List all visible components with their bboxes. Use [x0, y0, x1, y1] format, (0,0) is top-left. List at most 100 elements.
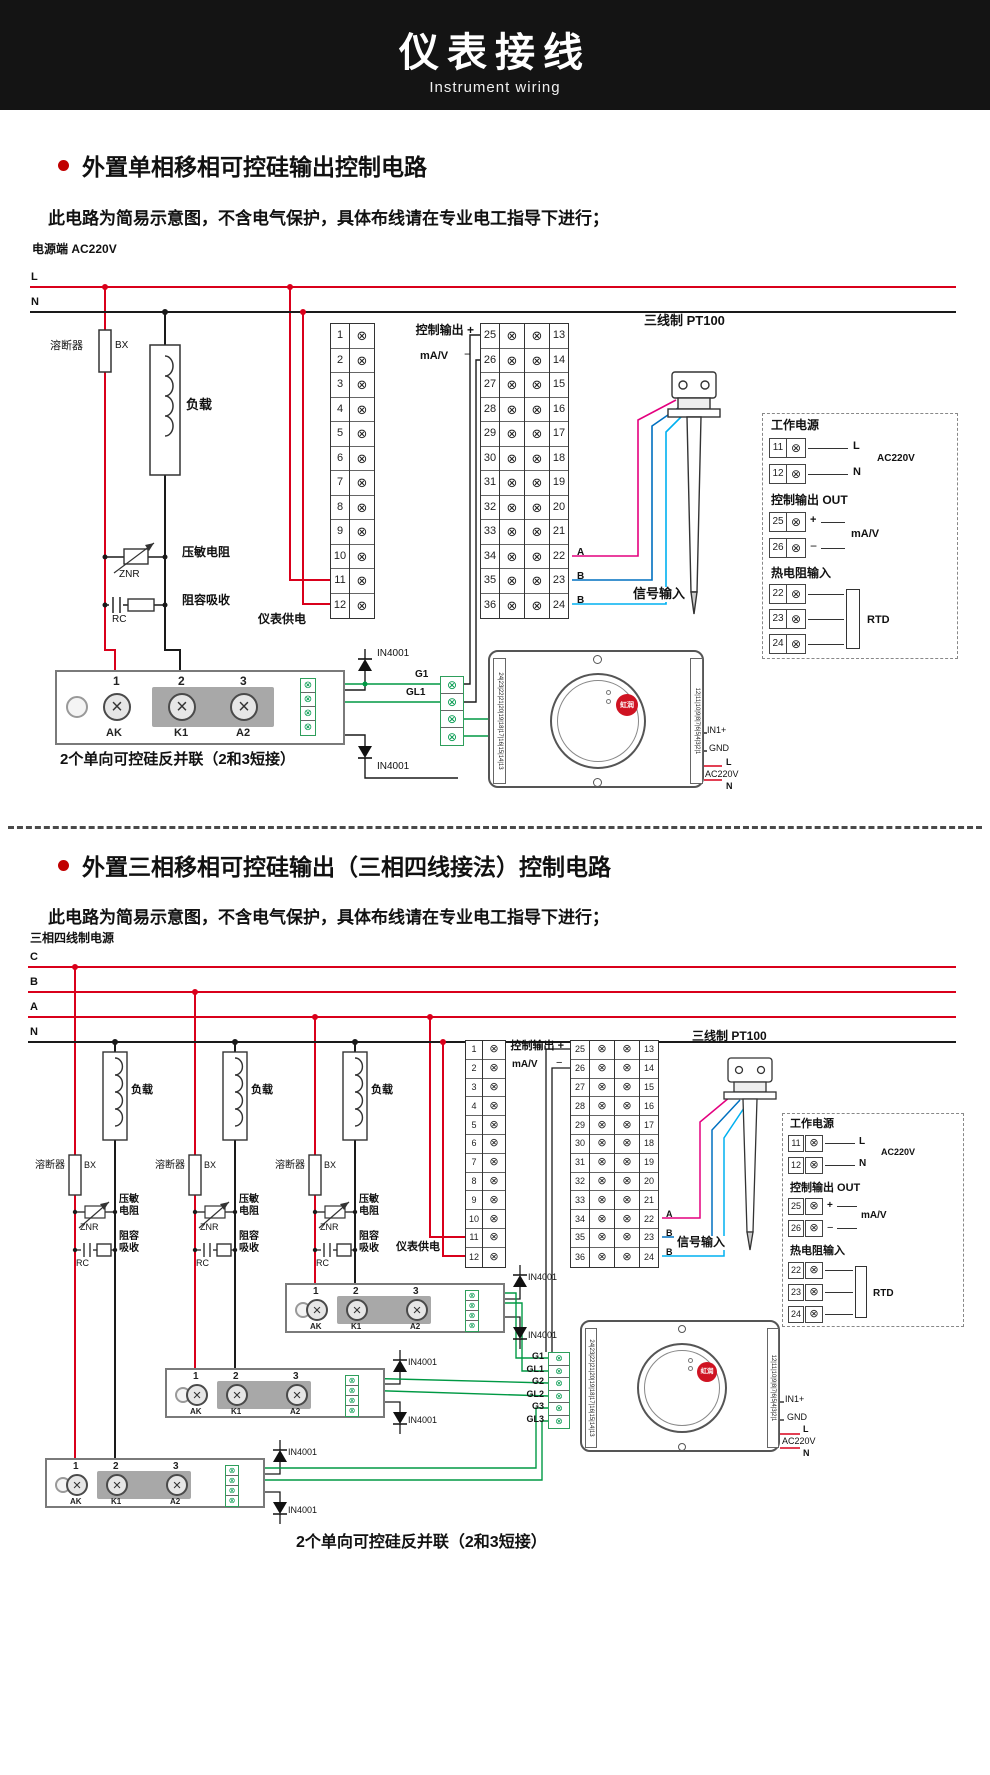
d1-thyristor-module: 1 2 3 AK K1 A2 — [55, 670, 345, 745]
indicator-dot — [606, 690, 611, 695]
d2-line-a-label: A — [30, 1001, 38, 1013]
gate-label: G3 — [531, 1401, 544, 1411]
d2-rc-label: RC — [316, 1258, 329, 1268]
gate-screw-icon — [226, 1496, 238, 1506]
screw-terminal-icon — [615, 1247, 639, 1267]
screw-terminal-icon — [350, 593, 374, 618]
housing-inner-circle — [644, 1350, 720, 1426]
section-divider — [8, 826, 982, 829]
module-terminal-1 — [103, 693, 131, 721]
terminal-number: 16 — [550, 397, 568, 422]
terminal-number: 6 — [331, 446, 349, 471]
screw-terminal-icon — [483, 1116, 505, 1135]
d2-controller-rear-view: 24|23|22|21|20|19|18|17|16|15|14|13 12|1… — [580, 1320, 780, 1452]
screw-terminal-icon — [525, 544, 549, 569]
d1-gl1-label: GL1 — [406, 687, 426, 698]
terminal-number: 23 — [640, 1228, 658, 1248]
brand-logo: 虹润 — [697, 1362, 717, 1382]
panel-terminal-23: 23 — [788, 1284, 804, 1301]
d2-varistor-label: 压敏电阻 — [359, 1194, 379, 1217]
d1-terminal-legend-panel: 工作电源 11 L 12 N AC220V 控制输出 OUT 25 + 26 −… — [762, 413, 958, 659]
screw-terminal-icon — [615, 1059, 639, 1079]
screw-terminal-icon — [483, 1247, 505, 1267]
screw-terminal-icon — [525, 520, 549, 545]
connector-line — [825, 1292, 853, 1293]
panel-terminal-24: 24 — [769, 634, 787, 654]
terminal-number: 21 — [640, 1191, 658, 1211]
terminal-number: 12 — [466, 1247, 482, 1267]
terminal-number: 35 — [571, 1228, 589, 1248]
d2-rc-label: RC — [196, 1258, 209, 1268]
screw-terminal-icon — [350, 520, 374, 545]
screw-terminal-icon — [350, 446, 374, 471]
module-k1-label: K1 — [111, 1497, 122, 1506]
gate-screw-icon — [441, 728, 463, 745]
housing-circle — [550, 673, 646, 769]
screw-terminal-icon — [615, 1097, 639, 1117]
housing-circle — [637, 1343, 727, 1433]
d2-thyristor-module-2: 1 2 3 AK K1 A2 — [165, 1368, 385, 1418]
module-number-1: 1 — [113, 674, 120, 688]
terminal-number: 36 — [571, 1247, 589, 1267]
d2-gnd-label: GND — [787, 1412, 807, 1422]
terminal-number: 8 — [331, 495, 349, 520]
module-k1-label: K1 — [174, 727, 189, 739]
gate-terminal-strip — [300, 678, 316, 736]
d1-fuse-symbol — [98, 329, 112, 373]
screw-terminal-icon — [805, 1284, 823, 1301]
d1-load-symbol — [149, 344, 181, 476]
screw-column — [589, 1040, 615, 1268]
d2-meter-supply-label: 仪表供电 — [396, 1241, 440, 1253]
module-terminal-3 — [286, 1384, 308, 1406]
screw-terminal-icon — [590, 1041, 614, 1060]
connector-line — [821, 522, 845, 523]
terminal-number: 29 — [481, 422, 499, 447]
module-number-3: 3 — [293, 1371, 299, 1382]
gate-screw-icon — [466, 1321, 478, 1331]
screw-terminal-icon — [615, 1172, 639, 1192]
d1-l-label: L — [726, 757, 732, 767]
terminal-number: 34 — [481, 544, 499, 569]
d1-fuse-label: 溶断器 — [50, 340, 83, 352]
terminal-number: 14 — [640, 1059, 658, 1079]
screw-terminal-icon — [525, 324, 549, 349]
module-k1-label: K1 — [351, 1322, 362, 1331]
section2-heading: 外置三相移相可控硅输出（三相四线接法）控制电路 — [58, 848, 611, 882]
screw-terminal-icon — [805, 1306, 823, 1323]
gate-screw-icon — [441, 694, 463, 711]
gate-screw-icon — [466, 1301, 478, 1311]
gate-screw-icon — [441, 677, 463, 694]
module-number-2: 2 — [113, 1461, 119, 1472]
terminal-number: 32 — [571, 1172, 589, 1192]
terminal-number: 26 — [481, 348, 499, 373]
screw-terminal-icon — [590, 1153, 614, 1173]
connector-line — [808, 448, 848, 449]
screw-terminal-icon — [500, 593, 524, 618]
panel-mav-label: mA/V — [851, 528, 880, 540]
terminal-number: 16 — [640, 1097, 658, 1117]
d1-mav-label: mA/V — [420, 350, 449, 362]
terminal-number: 25 — [481, 324, 499, 349]
d2-rc-label: RC — [76, 1258, 89, 1268]
section2-heading-text: 外置三相移相可控硅输出（三相四线接法）控制电路 — [82, 854, 611, 880]
screw-terminal-icon — [500, 373, 524, 398]
screw-terminal-icon — [350, 544, 374, 569]
module-number-3: 3 — [173, 1461, 179, 1472]
d1-ac-stub-wires — [704, 765, 722, 781]
screw-terminal-icon — [615, 1134, 639, 1154]
screw-terminal-icon — [525, 397, 549, 422]
rtd-symbol — [855, 1266, 867, 1318]
screw-terminal-icon — [483, 1097, 505, 1117]
mounting-hole — [66, 696, 88, 718]
panel-terminal-26: 26 — [769, 538, 787, 558]
screw-terminal-icon — [805, 1157, 823, 1174]
screw-terminal-icon — [615, 1191, 639, 1211]
terminal-number: 34 — [571, 1210, 589, 1229]
gate-screw-icon — [346, 1376, 358, 1386]
terminal-number: 3 — [331, 373, 349, 398]
terminal-number: 31 — [571, 1153, 589, 1173]
terminal-number: 18 — [640, 1134, 658, 1154]
terminal-number: 15 — [550, 373, 568, 398]
